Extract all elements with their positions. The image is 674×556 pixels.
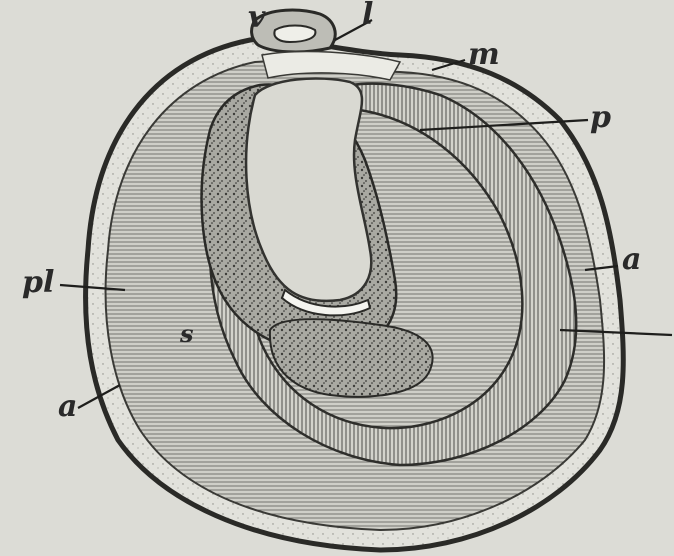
label-l: l	[362, 0, 373, 30]
label-a-right: a	[622, 245, 641, 275]
label-v: v	[248, 3, 265, 33]
label-pl: pl	[22, 268, 54, 298]
label-s: s	[180, 322, 194, 346]
label-a-left: a	[58, 392, 77, 422]
label-m: m	[468, 40, 500, 70]
hinge-cavity	[274, 26, 315, 43]
label-p: p	[590, 103, 611, 133]
